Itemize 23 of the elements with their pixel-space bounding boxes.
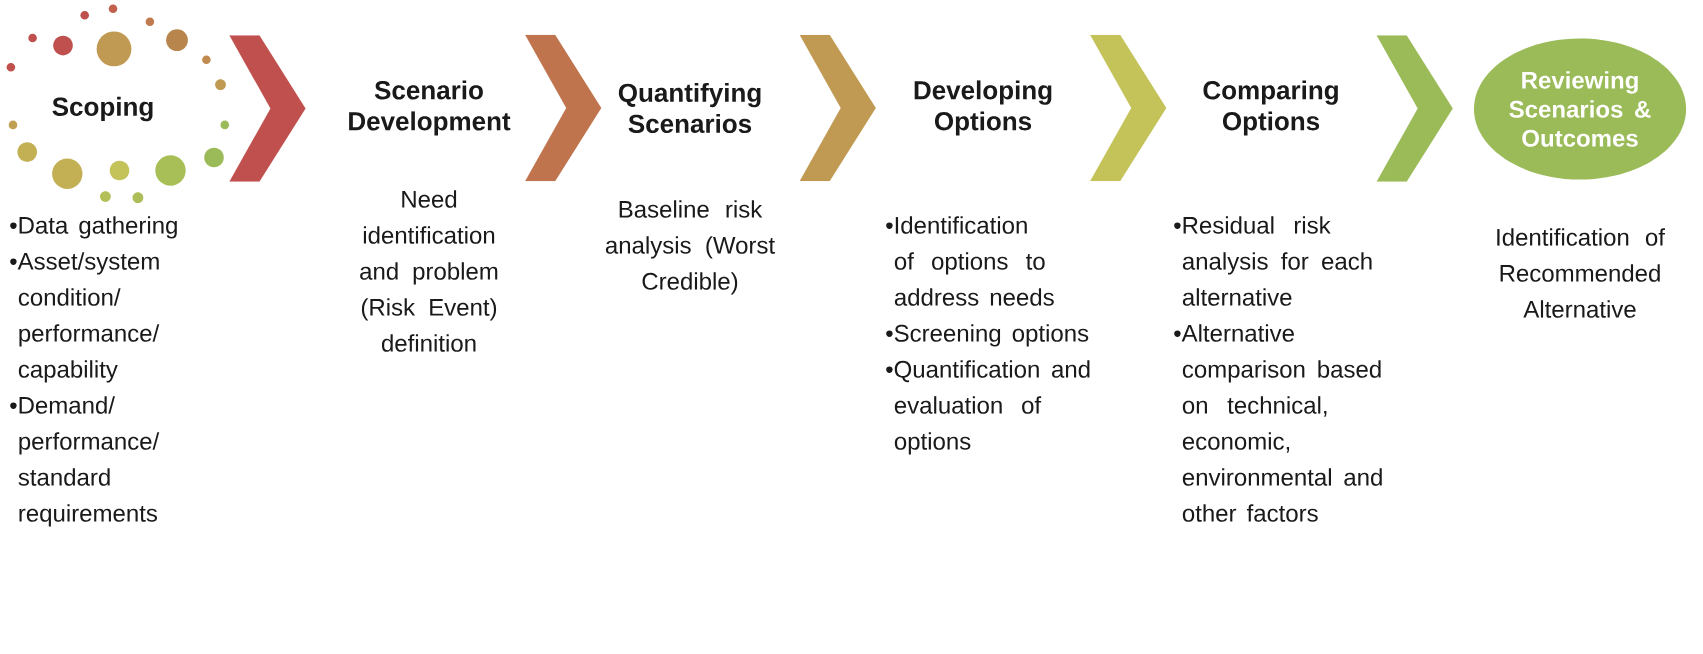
bullet-item: •Demand/ performance/ standard requirements <box>10 396 160 527</box>
bullet-item: •Data gathering <box>10 216 177 239</box>
description-text: Identification of Recommended Alternative <box>1497 228 1665 318</box>
stage-ellipse <box>1473 38 1687 180</box>
bullet-item: •Quantification and evaluation of options <box>886 360 1090 455</box>
stage-heading: Comparing Options <box>1203 80 1338 136</box>
stage-heading: Developing Options <box>914 80 1052 136</box>
stage-heading: Scenario Development <box>349 80 511 136</box>
stage-heading: Scoping <box>52 96 153 122</box>
stage-heading: Reviewing Scenarios & Outcomes <box>1509 71 1651 147</box>
stage-heading: Quantifying Scenarios <box>618 82 761 134</box>
description-text: Need identification and problem (Risk Event) definition <box>360 190 498 352</box>
bullet-item: •Identification of options to address needs <box>886 216 1054 306</box>
chevron-arrow <box>1376 35 1453 182</box>
chevron-arrow <box>1090 34 1167 182</box>
chevron-arrow <box>799 34 876 182</box>
description-text: Baseline risk analysis (Worst Credible) <box>605 200 775 295</box>
bullet-item: •Residual risk analysis for each alternative <box>1174 216 1372 306</box>
chevron-arrow <box>525 34 602 182</box>
bullet-item: •Asset/system condition/ performance/ capability <box>10 252 160 383</box>
bullet-item: •Alternative comparison based on technical, economic, environmental and other factors <box>1174 324 1382 522</box>
bullet-item: •Screening options <box>886 324 1089 347</box>
chevron-arrow <box>229 35 306 182</box>
